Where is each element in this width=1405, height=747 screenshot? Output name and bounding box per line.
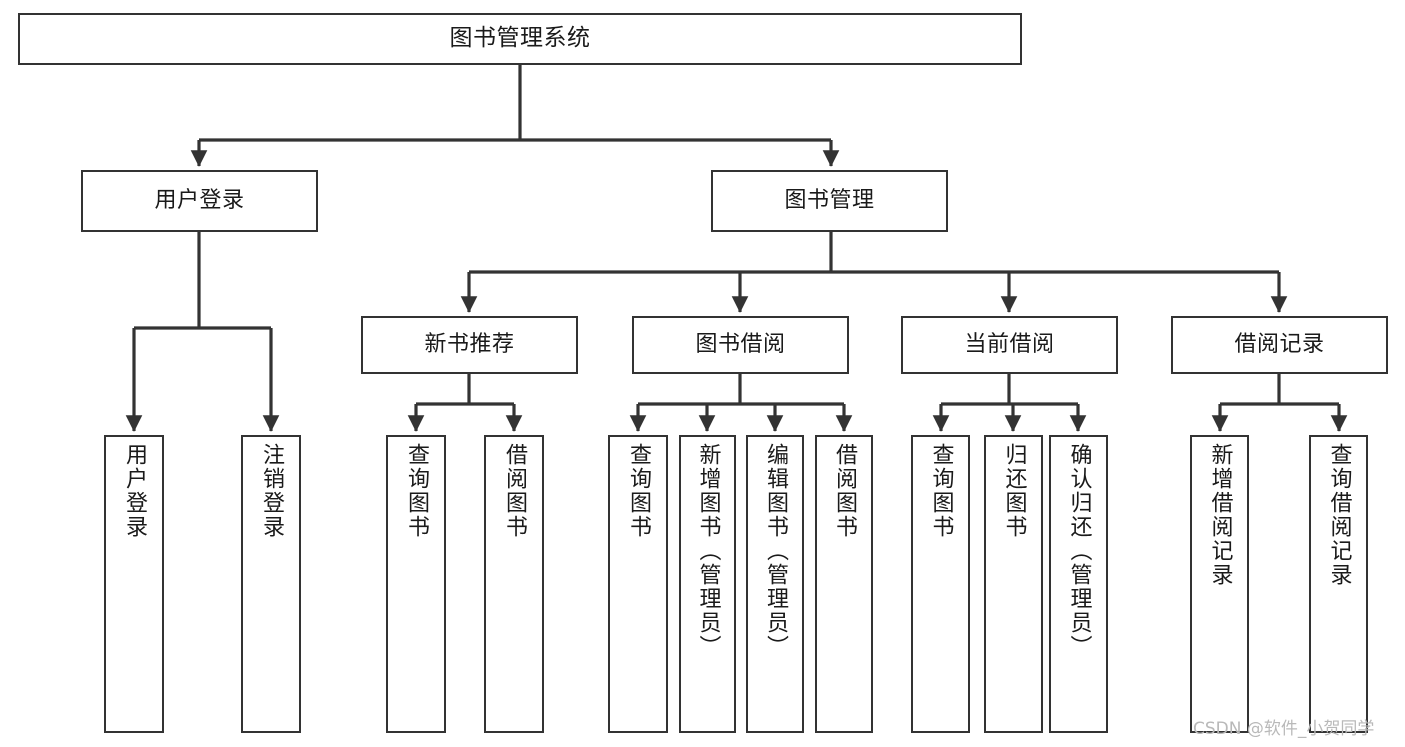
node-leaf-confirm-return-label: 确认归还（管理员） [1066,443,1092,659]
node-leaf-borrow-book-rec-label: 借阅图书 [502,443,527,539]
node-borrow-record[interactable]: 借阅记录 [1171,316,1388,374]
node-book-borrow[interactable]: 图书借阅 [632,316,849,374]
node-leaf-query-record[interactable]: 查询借阅记录 [1309,435,1368,733]
node-user-login[interactable]: 用户登录 [81,170,318,232]
node-leaf-confirm-return[interactable]: 确认归还（管理员） [1049,435,1108,733]
node-leaf-add-record-label: 新增借阅记录 [1207,443,1233,587]
node-current-borrow[interactable]: 当前借阅 [901,316,1118,374]
node-leaf-add-record[interactable]: 新增借阅记录 [1190,435,1249,733]
node-borrow-record-label: 借阅记录 [1234,332,1325,358]
node-leaf-user-login[interactable]: 用户登录 [104,435,164,733]
node-current-borrow-label: 当前借阅 [964,332,1055,358]
node-user-login-label: 用户登录 [154,188,245,214]
node-new-book-rec[interactable]: 新书推荐 [361,316,578,374]
node-root[interactable]: 图书管理系统 [18,13,1022,65]
node-leaf-user-logout-label: 注销登录 [259,443,284,539]
node-leaf-return-book-label: 归还图书 [1001,443,1027,539]
node-leaf-borrow-book-label: 借阅图书 [832,443,857,539]
node-book-borrow-label: 图书借阅 [695,332,786,358]
node-book-manage-label: 图书管理 [784,188,875,214]
node-leaf-edit-book[interactable]: 编辑图书（管理员） [746,435,804,733]
node-leaf-add-book[interactable]: 新增图书（管理员） [679,435,736,733]
node-leaf-user-logout[interactable]: 注销登录 [241,435,301,733]
node-leaf-query-record-label: 查询借阅记录 [1326,443,1352,587]
node-leaf-query-book-cur-label: 查询图书 [928,443,954,539]
node-root-label: 图书管理系统 [449,25,591,52]
node-leaf-query-book-cur[interactable]: 查询图书 [911,435,970,733]
node-leaf-borrow-book-rec[interactable]: 借阅图书 [484,435,544,733]
node-leaf-query-book-rec[interactable]: 查询图书 [386,435,446,733]
node-book-manage[interactable]: 图书管理 [711,170,948,232]
node-leaf-return-book[interactable]: 归还图书 [984,435,1043,733]
node-leaf-query-book-rec-label: 查询图书 [404,443,429,539]
node-leaf-add-book-label: 新增图书（管理员） [695,443,721,659]
node-new-book-rec-label: 新书推荐 [424,332,515,358]
node-leaf-query-book-borrow-label: 查询图书 [626,443,651,539]
node-leaf-user-login-label: 用户登录 [122,443,147,539]
node-leaf-edit-book-label: 编辑图书（管理员） [763,443,788,659]
node-leaf-borrow-book[interactable]: 借阅图书 [815,435,873,733]
node-leaf-query-book-borrow[interactable]: 查询图书 [608,435,668,733]
csdn-watermark: CSDN @软件_小贺同学 [1193,719,1375,739]
